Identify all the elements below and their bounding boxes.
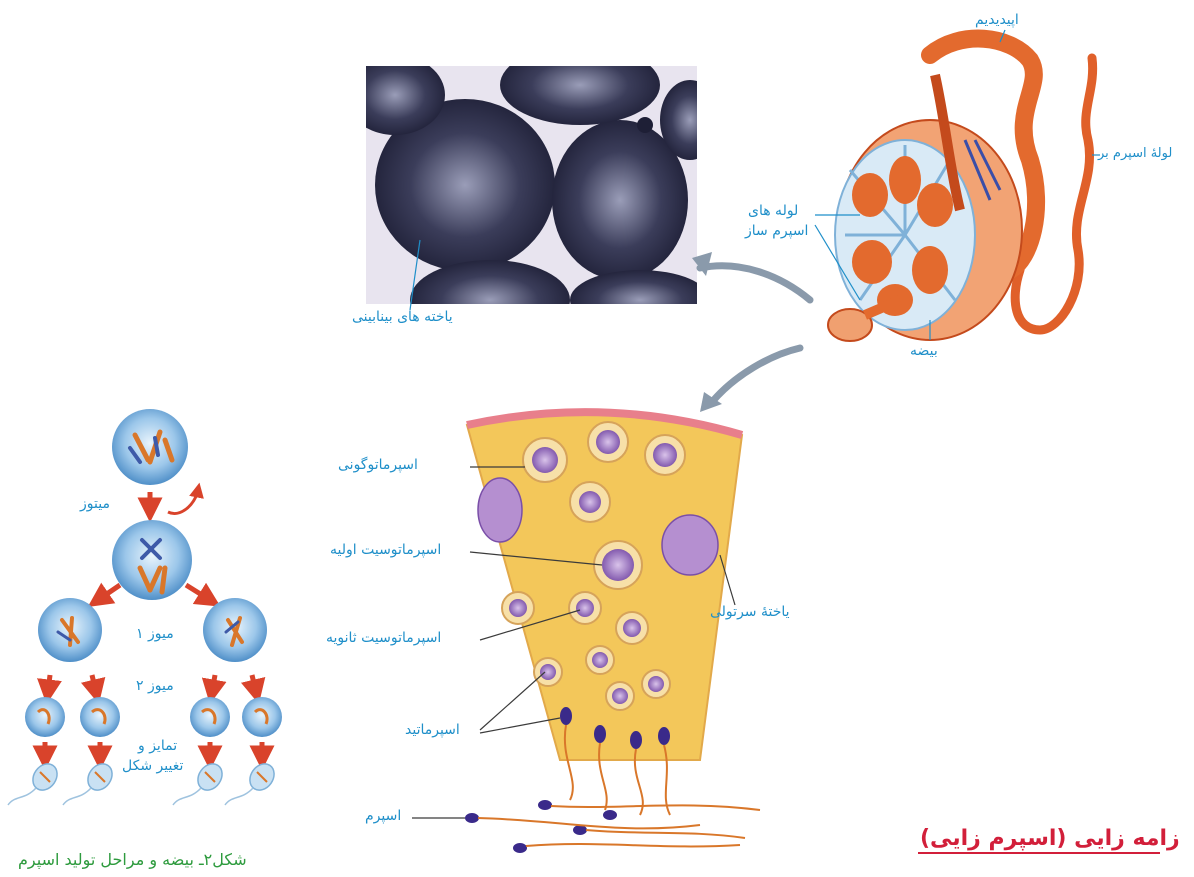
label-meiosis-1: میوز ۱ [136, 626, 174, 642]
tubule-section [412, 412, 760, 853]
micrograph [345, 45, 720, 340]
label-interstitial-cells: یاخته های بینابینی [352, 309, 453, 325]
label-meiosis-2: میوز ۲ [136, 678, 174, 694]
page-title: زامه زایی (اسپرم زایی) [920, 826, 1180, 851]
label-spermatogonia: اسپرماتوگونی [338, 457, 418, 473]
arrow-to-micrograph [700, 266, 810, 300]
testis-illustration [815, 30, 1100, 341]
label-differentiation-1: تمایز و [138, 738, 177, 754]
label-spermatid: اسپرماتید [405, 722, 460, 738]
label-sperm: اسپرم [365, 808, 401, 824]
label-testis: بیضه [910, 343, 938, 359]
label-sertoli-cell: یاختهٔ سرتولی [710, 604, 790, 620]
label-epididymis: اپیدیدیم [975, 12, 1019, 28]
label-differentiation-2: تغییر شکل [122, 758, 183, 774]
label-secondary-spermatocyte: اسپرماتوسیت ثانویه [326, 630, 441, 646]
label-vas-deferens: لولهٔ اسپرم بر [1098, 146, 1172, 161]
label-seminiferous-2: اسپرم ساز [745, 223, 808, 239]
label-mitosis: میتوز [80, 496, 110, 512]
label-seminiferous-1: لوله های [748, 203, 798, 219]
arrow-to-tissue [712, 348, 800, 402]
figure-caption: شکل۲ـ بیضه و مراحل تولید اسپرم [18, 850, 247, 869]
label-primary-spermatocyte: اسپرماتوسیت اولیه [330, 542, 441, 558]
